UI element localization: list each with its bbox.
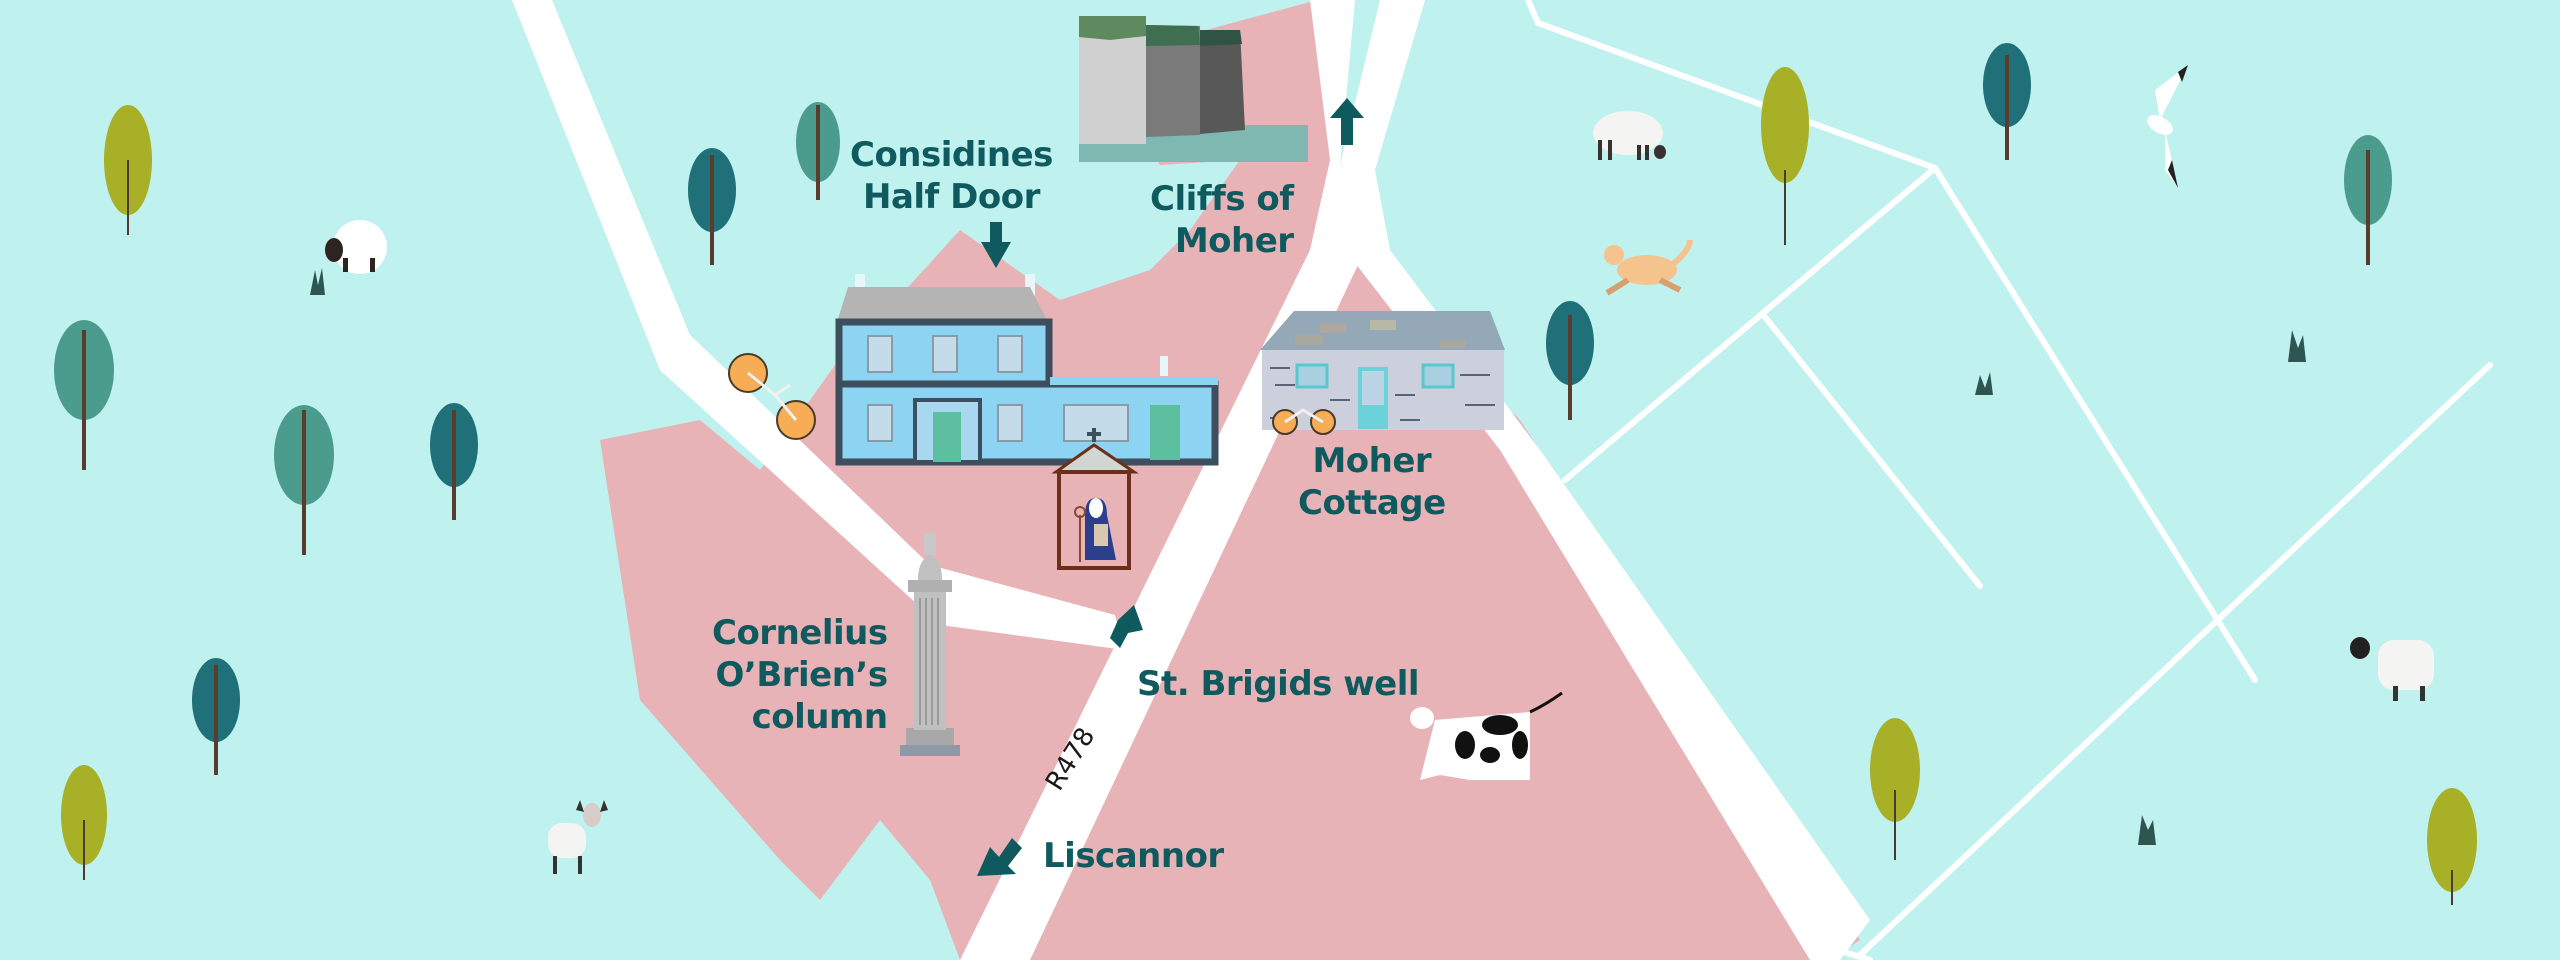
cliffs-of-moher-icon: [1079, 16, 1308, 162]
cornelius-label-line3: column: [751, 697, 889, 737]
liscannor-label-text: Liscannor: [1043, 836, 1224, 876]
bicycle-icon: [728, 353, 816, 440]
tree-icon: [54, 43, 2477, 905]
obriens-column-icon: [900, 533, 960, 756]
liscannor-label[interactable]: Liscannor: [1043, 835, 1224, 877]
cliffs-arrow[interactable]: [1330, 98, 1364, 145]
st-brigids-arrow[interactable]: [1110, 605, 1143, 648]
considines-label-line1: Considines: [850, 135, 1053, 175]
considines-arrow[interactable]: [981, 222, 1011, 268]
considines-pub-icon: [835, 274, 1219, 466]
field-bite: [0, 440, 640, 960]
dog-icon: [1604, 239, 1693, 296]
road-right: [1340, 0, 1870, 960]
st-brigids-label-text: St. Brigids well: [1137, 664, 1420, 704]
moher-cottage-label[interactable]: Moher Cottage: [1298, 440, 1446, 524]
cliffs-label-line2: Moher: [1174, 221, 1294, 261]
cliffs-label-line1: Cliffs of: [1150, 179, 1294, 219]
cornelius-label[interactable]: Cornelius O’Brien’s column: [712, 612, 888, 738]
field-wedge: [560, 0, 1150, 400]
road-left: [512, 0, 1125, 650]
sheep-icon: [2350, 637, 2434, 701]
field-boundaries: [1525, 0, 2493, 960]
cow-icon: [1410, 691, 1563, 780]
cornelius-label-line2: O’Brien’s: [715, 655, 889, 695]
moher-cottage-label-line2: Cottage: [1298, 483, 1446, 523]
moher-cottage-label-line1: Moher: [1312, 441, 1432, 481]
liscannor-arrow[interactable]: [977, 838, 1022, 876]
road-r478: [960, 0, 1365, 960]
considines-label[interactable]: Considines Half Door: [850, 134, 1053, 218]
sheep-icon: [1593, 111, 1666, 160]
cliffs-label[interactable]: Cliffs of Moher: [1150, 178, 1294, 262]
cornelius-label-line1: Cornelius: [712, 613, 888, 653]
seagull-icon: [2147, 65, 2188, 188]
sheep-icon: [325, 220, 387, 274]
st-brigids-label[interactable]: St. Brigids well: [1137, 663, 1420, 705]
bicycle-icon: [1272, 408, 1336, 435]
st-brigid-shrine-icon: [1051, 428, 1139, 570]
moher-cottage-icon: [1260, 311, 1505, 430]
considines-label-line2: Half Door: [863, 177, 1040, 217]
sheep-icon: [548, 800, 608, 874]
grass-icon: [310, 268, 2306, 845]
